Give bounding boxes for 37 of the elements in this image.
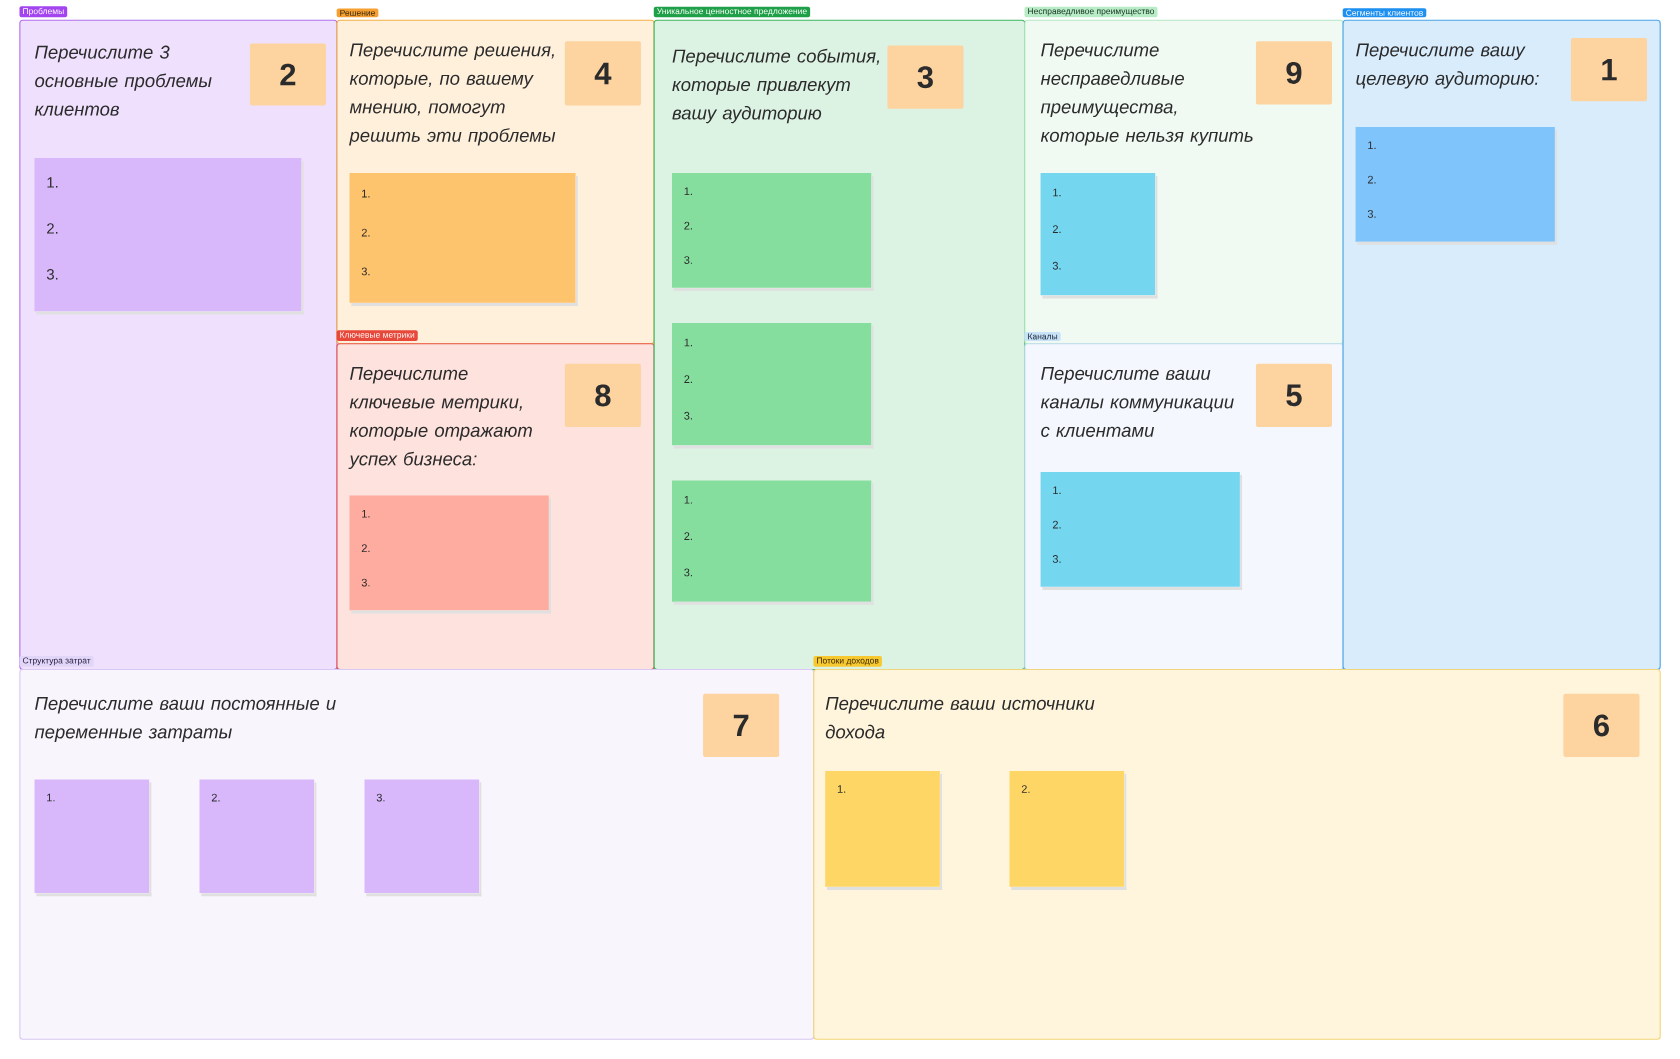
number-badge: 7 bbox=[703, 693, 780, 758]
prompt-text: Перечислите ключевые метрики, которые отражают успех бизнеса: bbox=[348, 367, 532, 470]
prompt-text: Перечислите ваши каналы коммуникации с клиентами bbox=[1040, 367, 1234, 437]
prompt-text: Перечислите ваши источники дохода bbox=[825, 697, 1095, 739]
sticky-note: 1. 2. 3. bbox=[34, 158, 304, 315]
prompt-text: Перечислите события, которые привлекут вашу аудиторию bbox=[672, 48, 880, 124]
section-tag: Несправедливое преимущество bbox=[1024, 6, 1158, 18]
sticky-note: 1. bbox=[825, 770, 943, 890]
number-badge: 8 bbox=[564, 363, 641, 428]
section-tag: Уникальное ценностное предложение bbox=[653, 6, 811, 18]
prompt-text: Перечислите решения, которые, по вашему мнению, помогут решить эти проблемы bbox=[349, 43, 556, 146]
number-badge: 6 bbox=[1563, 693, 1640, 758]
sticky-note: 1. bbox=[34, 779, 152, 897]
sticky-note: 1. 2. 3. bbox=[672, 173, 874, 291]
sticky-note: 2. bbox=[199, 779, 317, 897]
sticky-note: 1. 2. 3. bbox=[349, 173, 578, 306]
prompt-text: Перечислите вашу целевую аудиторию: bbox=[1356, 43, 1539, 89]
sticky-note: 1. 2. 3. bbox=[1040, 173, 1158, 299]
sticky-note: 1. 2. 3. bbox=[349, 495, 551, 614]
number-badge: 4 bbox=[564, 41, 641, 106]
number-badge: 2 bbox=[249, 43, 326, 106]
sticky-note: 1. 2. 3. bbox=[672, 323, 874, 449]
section-tag: Проблемы bbox=[19, 6, 68, 18]
section-tag: Сегменты клиентов bbox=[1342, 8, 1427, 18]
sticky-note: 2. bbox=[1009, 770, 1127, 890]
sticky-note: 1. 2. 3. bbox=[1355, 127, 1558, 245]
number-badge: 1 bbox=[1570, 38, 1647, 102]
number-badge: 3 bbox=[887, 45, 964, 109]
prompt-text: Перечислите 3 основные проблемы клиентов bbox=[34, 45, 212, 116]
section-tag: Решение bbox=[336, 8, 379, 18]
prompt-text: Перечислите ваши постоянные и переменные затраты bbox=[34, 697, 336, 743]
sticky-note: 3. bbox=[364, 779, 482, 897]
prompt-text: Перечислите несправедливые преимущества, которые нельзя купить bbox=[1040, 43, 1253, 146]
number-badge: 9 bbox=[1255, 41, 1332, 105]
number-badge: 5 bbox=[1255, 363, 1332, 428]
sticky-note: 1. 2. 3. bbox=[1040, 472, 1243, 590]
sticky-note: 1. 2. 3. bbox=[672, 480, 874, 605]
